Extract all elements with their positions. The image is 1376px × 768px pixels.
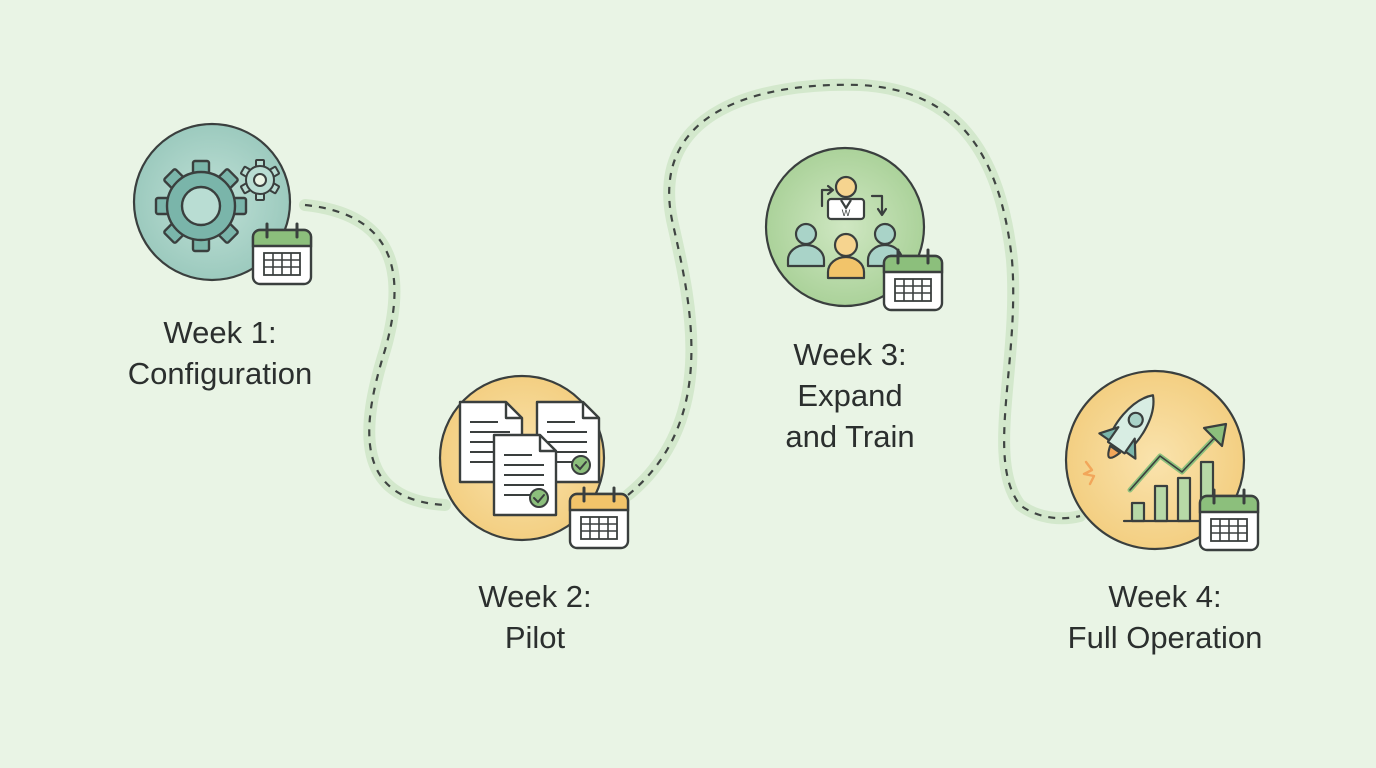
milestone-3-title: Expand [797, 378, 903, 413]
milestone-1-title: Configuration [127, 356, 313, 391]
milestone-4-badge [1064, 369, 1260, 552]
milestone-3-title-2: and Train [785, 419, 915, 454]
milestone-2-label: Week 2: Pilot [430, 576, 640, 658]
milestone-3-label: Week 3: Expand and Train [740, 334, 960, 457]
milestone-4-title: Full Operation [1067, 620, 1263, 655]
milestone-1-week: Week 1: [163, 315, 277, 350]
svg-text:W: W [842, 208, 851, 218]
calendar-icon [1198, 488, 1260, 552]
documents-check-icon [458, 400, 601, 517]
milestone-1-label: Week 1: Configuration [100, 312, 340, 394]
milestone-3-week: Week 3: [793, 337, 907, 372]
milestone-2-title: Pilot [504, 620, 566, 655]
timeline-path [299, 78, 1086, 525]
milestone-4-label: Week 4: Full Operation [1030, 576, 1300, 658]
calendar-icon [568, 486, 630, 550]
milestone-3-badge: W [764, 146, 944, 312]
milestone-4-week: Week 4: [1108, 579, 1222, 614]
calendar-icon [251, 222, 313, 286]
milestone-2-badge [438, 374, 630, 550]
milestone-1-badge [132, 122, 313, 286]
calendar-icon [882, 248, 944, 312]
milestone-2-week: Week 2: [478, 579, 592, 614]
gears-icon [154, 159, 280, 253]
